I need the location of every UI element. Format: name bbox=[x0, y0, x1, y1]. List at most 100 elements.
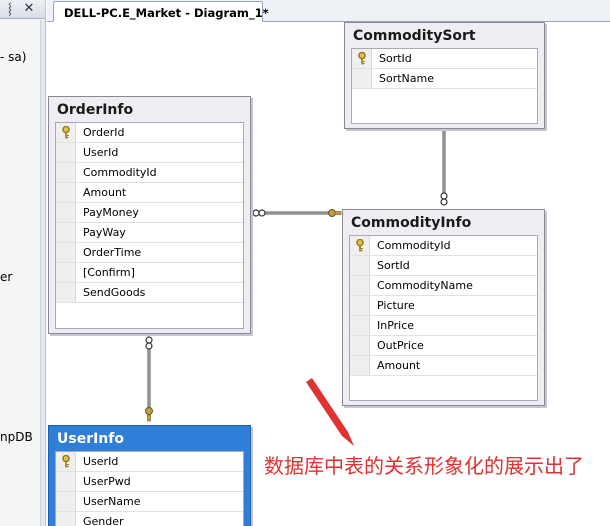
row-selector[interactable] bbox=[350, 276, 370, 295]
annotation-text: 数据库中表的关系形象化的展示出了 bbox=[264, 454, 584, 478]
column-row[interactable]: SortId bbox=[352, 49, 537, 69]
row-selector[interactable] bbox=[350, 296, 370, 315]
row-selector[interactable] bbox=[56, 472, 76, 491]
column-name: PayMoney bbox=[83, 206, 139, 219]
database-node-label[interactable]: npDB bbox=[0, 430, 33, 444]
column-name: CommodityId bbox=[377, 239, 451, 252]
column-row[interactable]: OutPrice bbox=[350, 336, 537, 356]
column-row[interactable]: SortName bbox=[352, 69, 537, 89]
row-selector[interactable] bbox=[56, 243, 76, 262]
column-name: OrderTime bbox=[83, 246, 142, 259]
column-name: SortName bbox=[379, 72, 434, 85]
tree-node-label[interactable]: er bbox=[0, 270, 13, 284]
row-selector[interactable] bbox=[56, 283, 76, 302]
column-name: UserId bbox=[83, 146, 119, 159]
object-explorer-panel: ⸾ ✕ - sa) er npDB bbox=[0, 0, 46, 526]
column-name: [Confirm] bbox=[83, 266, 135, 279]
row-selector[interactable] bbox=[352, 69, 372, 88]
relationship-order-commodity[interactable] bbox=[252, 209, 342, 217]
column-name: PayWay bbox=[83, 226, 126, 239]
row-selector[interactable] bbox=[350, 336, 370, 355]
pin-icon[interactable]: ⸾ bbox=[8, 2, 12, 15]
row-selector[interactable] bbox=[56, 492, 76, 511]
column-name: InPrice bbox=[377, 319, 415, 332]
primary-key-icon bbox=[62, 126, 70, 139]
primary-key-icon bbox=[62, 455, 70, 468]
row-selector[interactable] bbox=[56, 163, 76, 182]
row-selector[interactable] bbox=[350, 316, 370, 335]
row-selector[interactable] bbox=[56, 263, 76, 282]
column-row[interactable]: OrderId bbox=[56, 123, 243, 143]
key-end-icon bbox=[328, 209, 342, 217]
row-selector[interactable] bbox=[350, 356, 370, 375]
primary-key-icon bbox=[358, 52, 366, 65]
column-row[interactable]: Amount bbox=[56, 183, 243, 203]
column-row[interactable]: UserId bbox=[56, 452, 243, 472]
column-row[interactable]: CommodityId bbox=[350, 236, 537, 256]
panel-scrollbar[interactable] bbox=[40, 20, 45, 526]
column-row[interactable]: PayWay bbox=[56, 223, 243, 243]
close-icon[interactable]: ✕ bbox=[23, 1, 35, 16]
row-selector[interactable] bbox=[56, 452, 76, 471]
key-end-icon bbox=[145, 407, 153, 422]
relationship-order-user[interactable] bbox=[145, 336, 153, 422]
column-row[interactable]: PayMoney bbox=[56, 203, 243, 223]
column-row[interactable]: UserId bbox=[56, 143, 243, 163]
column-row[interactable]: CommodityId bbox=[56, 163, 243, 183]
column-name: Amount bbox=[83, 186, 127, 199]
column-name: SortId bbox=[377, 259, 410, 272]
column-name: CommodityId bbox=[83, 166, 157, 179]
annotation-arrow bbox=[306, 378, 354, 446]
row-selector[interactable] bbox=[56, 183, 76, 202]
infinity-end-icon bbox=[440, 192, 448, 206]
column-name: SortId bbox=[379, 52, 412, 65]
row-selector[interactable] bbox=[56, 512, 76, 526]
column-row[interactable]: Picture bbox=[350, 296, 537, 316]
column-row[interactable]: Amount bbox=[350, 356, 537, 376]
table-title: OrderInfo bbox=[57, 102, 134, 118]
row-selector[interactable] bbox=[352, 49, 372, 68]
column-name: OrderId bbox=[83, 126, 125, 139]
row-selector[interactable] bbox=[56, 123, 76, 142]
row-selector[interactable] bbox=[350, 236, 370, 255]
column-name: CommodityName bbox=[377, 279, 473, 292]
column-row[interactable]: UserPwd bbox=[56, 472, 243, 492]
tab-diagram[interactable]: DELL-PC.E_Market - Diagram_1* bbox=[53, 1, 269, 22]
column-name: Picture bbox=[377, 299, 415, 312]
column-row[interactable]: SendGoods bbox=[56, 283, 243, 303]
column-name: Amount bbox=[377, 359, 421, 372]
column-row[interactable]: UserName bbox=[56, 492, 243, 512]
column-row[interactable]: OrderTime bbox=[56, 243, 243, 263]
panel-titlebar: ⸾ ✕ bbox=[0, 0, 45, 19]
column-name: UserId bbox=[83, 455, 119, 468]
column-name: SendGoods bbox=[83, 286, 146, 299]
column-row[interactable]: Gender bbox=[56, 512, 243, 526]
column-name: UserName bbox=[83, 495, 141, 508]
column-row[interactable]: [Confirm] bbox=[56, 263, 243, 283]
column-row[interactable]: CommodityName bbox=[350, 276, 537, 296]
column-row[interactable]: InPrice bbox=[350, 316, 537, 336]
row-selector[interactable] bbox=[56, 203, 76, 222]
table-title: CommoditySort bbox=[353, 28, 476, 44]
row-selector[interactable] bbox=[56, 223, 76, 242]
server-node-label[interactable]: - sa) bbox=[0, 50, 27, 64]
table-title: UserInfo bbox=[57, 431, 124, 447]
row-selector[interactable] bbox=[56, 143, 76, 162]
row-selector[interactable] bbox=[350, 256, 370, 275]
document-tabstrip: DELL-PC.E_Market - Diagram_1* bbox=[47, 0, 610, 22]
column-name: UserPwd bbox=[83, 475, 131, 488]
table-title: CommodityInfo bbox=[351, 215, 472, 231]
column-name: OutPrice bbox=[377, 339, 424, 352]
primary-key-icon bbox=[356, 239, 364, 252]
column-row[interactable]: SortId bbox=[350, 256, 537, 276]
infinity-end-icon bbox=[145, 336, 153, 350]
column-name: Gender bbox=[83, 515, 124, 526]
